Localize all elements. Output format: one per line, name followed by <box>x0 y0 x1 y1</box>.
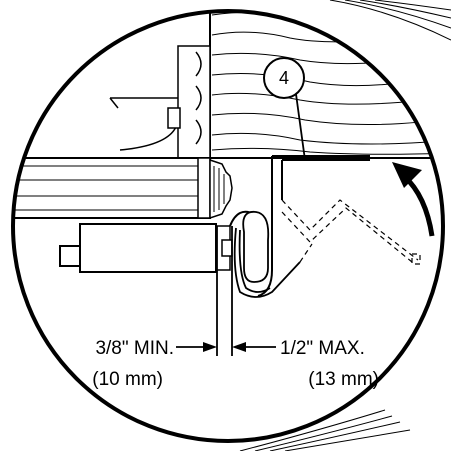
gear-end-cap <box>209 158 233 220</box>
min-clearance-metric: (10 mm) <box>92 369 163 390</box>
pivot-arrow <box>392 162 435 237</box>
max-clearance-label: 1/2" MAX. <box>280 338 365 359</box>
lower-roller <box>59 223 233 273</box>
rail-tube <box>13 157 211 219</box>
callout-number: 4 <box>279 68 289 88</box>
callout-bubble: 4 <box>263 57 305 99</box>
callout-leader <box>295 93 306 161</box>
outer-hatch-top <box>329 0 451 41</box>
dimension-arrowheads <box>203 342 246 352</box>
detail-circle-border <box>11 9 445 443</box>
alternate-position-dashed <box>281 199 421 265</box>
min-clearance-label: 3/8" MIN. <box>95 338 174 359</box>
angle-bracket <box>229 155 370 297</box>
hinge-stack <box>109 45 211 159</box>
outer-hatch-bottom <box>239 409 411 451</box>
max-clearance-metric: (13 mm) <box>308 369 379 390</box>
weather-seal <box>233 210 301 298</box>
